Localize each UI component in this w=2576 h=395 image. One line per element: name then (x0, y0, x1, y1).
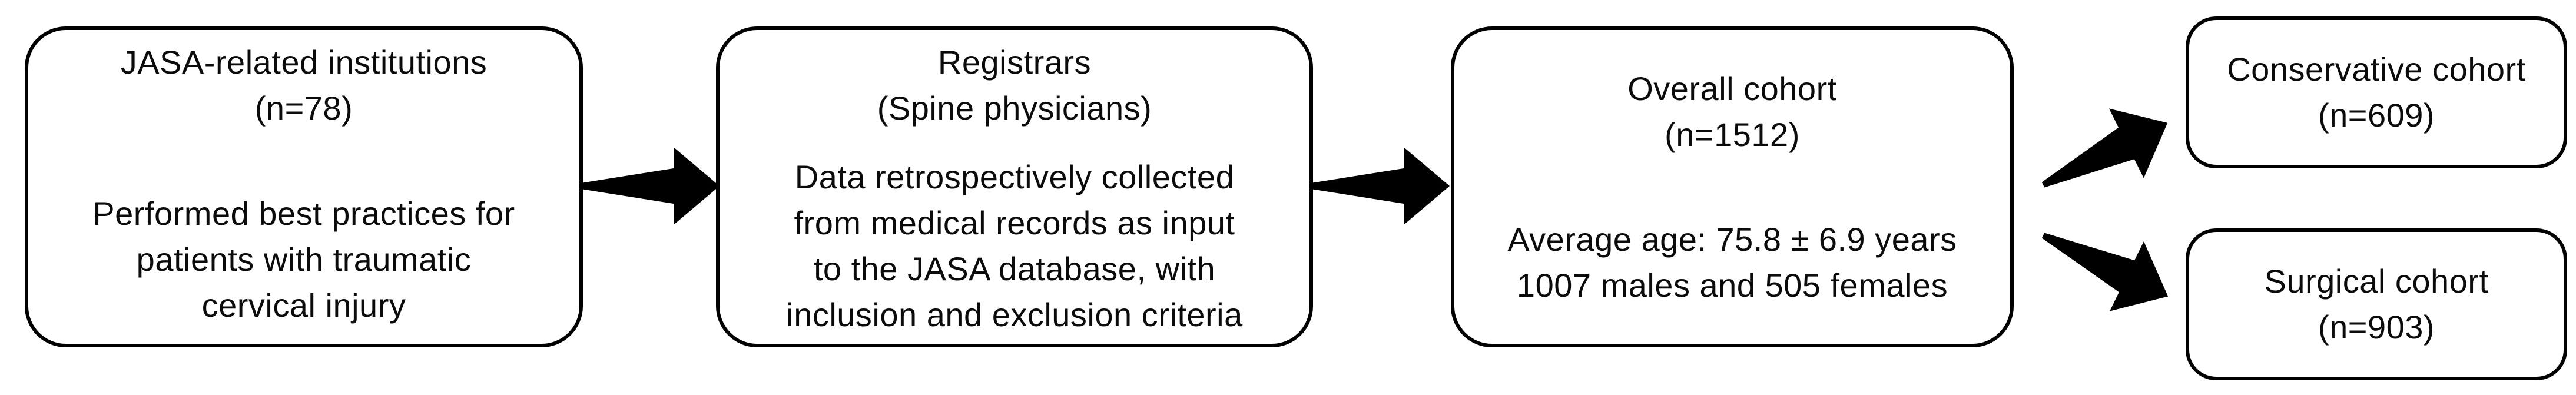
box-title-line: JASA-related institutions (120, 44, 488, 81)
box-count-line: (n=1512) (1665, 115, 1800, 153)
box-title-line: Registrars (937, 44, 1092, 81)
body-text-line: to the JASA database, with (813, 250, 1216, 287)
box-title-line: Overall cohort (1627, 69, 1837, 107)
box-jasa-institutions: JASA-related institutions (n=78) Perform… (25, 26, 583, 347)
box-jasa-institutions-body: Performed best practices for patients wi… (32, 191, 576, 328)
body-text-line: patients with traumatic (136, 241, 472, 278)
body-text-line: inclusion and exclusion criteria (786, 296, 1243, 333)
body-text-line: Data retrospectively collected (794, 158, 1235, 195)
box-conservative-cohort-header: Conservative cohort (n=609) (2189, 47, 2564, 138)
arrow-right-icon (1311, 147, 1450, 225)
box-overall-cohort: Overall cohort (n=1512) Average age: 75.… (1451, 26, 2014, 347)
box-conservative-cohort: Conservative cohort (n=609) (2186, 16, 2567, 168)
box-count-line: (n=78) (254, 89, 353, 127)
box-registrars-header: Registrars (Spine physicians) (723, 39, 1306, 131)
box-surgical-cohort: Surgical cohort (n=903) (2186, 228, 2567, 380)
box-title-line: Surgical cohort (2264, 263, 2489, 300)
box-subtitle-line: (Spine physicians) (877, 89, 1152, 127)
box-title-line: Conservative cohort (2227, 51, 2526, 88)
body-text-line: cervical injury (201, 287, 406, 324)
box-count-line: (n=609) (2318, 97, 2435, 134)
box-registrars: Registrars (Spine physicians) Data retro… (716, 26, 1313, 347)
arrow-right-icon (581, 147, 720, 225)
box-count-line: (n=903) (2318, 308, 2435, 346)
box-jasa-institutions-header: JASA-related institutions (n=78) (32, 39, 576, 131)
body-text-line: from medical records as input (794, 204, 1235, 241)
body-text-line: Average age: 75.8 ± 6.9 years (1507, 220, 1957, 258)
arrow-down-right-icon (2041, 233, 2169, 311)
box-overall-cohort-body: Average age: 75.8 ± 6.9 years 1007 males… (1458, 217, 2007, 308)
body-text-line: Performed best practices for (92, 195, 515, 232)
box-surgical-cohort-header: Surgical cohort (n=903) (2189, 258, 2564, 350)
box-overall-cohort-header: Overall cohort (n=1512) (1458, 66, 2007, 158)
box-registrars-body: Data retrospectively collected from medi… (723, 154, 1306, 338)
arrow-up-right-icon (2041, 108, 2168, 188)
body-text-line: 1007 males and 505 females (1516, 266, 1948, 304)
